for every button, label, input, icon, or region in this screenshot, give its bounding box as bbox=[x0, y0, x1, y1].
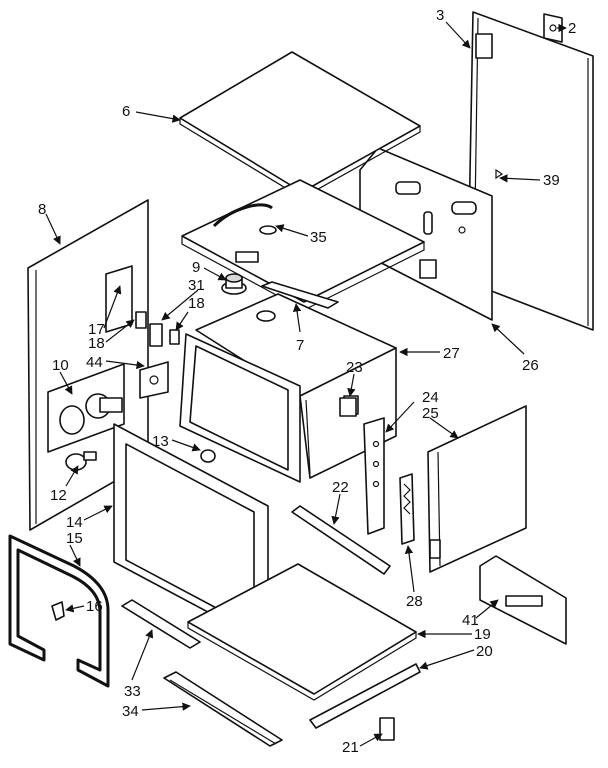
callout-26: 26 bbox=[522, 357, 539, 374]
leader-6 bbox=[135, 111, 181, 123]
callout-23: 23 bbox=[346, 359, 363, 376]
leader-13 bbox=[171, 439, 201, 452]
callout-31: 31 bbox=[188, 277, 205, 294]
callout-12: 12 bbox=[50, 487, 67, 504]
callout-18b: 18 bbox=[88, 335, 105, 352]
callout-10: 10 bbox=[52, 357, 69, 374]
oven-cavity-part bbox=[179, 293, 397, 483]
leader-16 bbox=[65, 604, 85, 613]
leader-15 bbox=[69, 544, 81, 567]
base-clip-part bbox=[379, 717, 395, 741]
mount-plate-part bbox=[139, 361, 169, 399]
leader-26 bbox=[491, 323, 525, 355]
callout-35: 35 bbox=[310, 229, 327, 246]
leader-28 bbox=[404, 545, 415, 593]
leader-25 bbox=[429, 417, 459, 439]
hinge-channel-part bbox=[363, 417, 385, 535]
leader-18a bbox=[175, 311, 189, 331]
callout-20: 20 bbox=[476, 643, 493, 660]
leader-22 bbox=[331, 493, 341, 525]
leader-10 bbox=[59, 371, 73, 395]
support-bar-part bbox=[261, 281, 339, 309]
leader-14 bbox=[83, 505, 113, 521]
callout-33: 33 bbox=[124, 683, 141, 700]
gasket-clip-part bbox=[51, 601, 65, 621]
callout-25: 25 bbox=[422, 405, 439, 422]
rear-trim-part bbox=[479, 555, 567, 645]
callout-2: 2 bbox=[568, 20, 576, 37]
callout-27: 27 bbox=[443, 345, 460, 362]
leader-17 bbox=[103, 285, 122, 329]
leader-9 bbox=[203, 267, 227, 281]
leader-31 bbox=[161, 289, 199, 321]
callout-14: 14 bbox=[66, 514, 83, 531]
callout-6: 6 bbox=[122, 103, 130, 120]
leader-44 bbox=[105, 360, 145, 370]
front-trim-part bbox=[121, 599, 201, 649]
bottom-panel-part bbox=[187, 563, 417, 701]
callout-41: 41 bbox=[462, 612, 479, 629]
callout-19: 19 bbox=[474, 626, 491, 643]
top-shield-part bbox=[181, 179, 425, 311]
callout-13: 13 bbox=[152, 433, 169, 450]
bottom-rail-part bbox=[291, 505, 391, 575]
leader-lines bbox=[45, 21, 567, 747]
callout-labels: 2 3 6 39 8 35 9 31 18 17 18 7 27 44 10 2… bbox=[38, 7, 576, 756]
leader-35 bbox=[275, 224, 309, 237]
valve-fitting-part bbox=[221, 273, 247, 295]
callout-17: 17 bbox=[88, 321, 105, 338]
leader-39 bbox=[499, 174, 541, 183]
rear-panel-part bbox=[467, 11, 594, 331]
leader-20 bbox=[419, 649, 475, 670]
right-side-panel-part bbox=[427, 405, 527, 573]
callout-18a: 18 bbox=[188, 295, 205, 312]
callout-15: 15 bbox=[66, 530, 83, 547]
leader-34 bbox=[141, 702, 191, 711]
leader-12 bbox=[65, 465, 79, 487]
callout-9: 9 bbox=[192, 259, 200, 276]
kick-plate-part bbox=[163, 671, 283, 747]
switch-bracket-part bbox=[135, 311, 180, 347]
leader-3 bbox=[445, 21, 471, 49]
leader-21 bbox=[359, 733, 383, 747]
callout-24: 24 bbox=[422, 389, 439, 406]
side-panel-part bbox=[359, 147, 493, 321]
knob-part bbox=[200, 449, 216, 463]
door-gasket-part bbox=[8, 534, 110, 688]
corner-bracket-part bbox=[543, 13, 563, 43]
leader-24 bbox=[385, 401, 415, 433]
leader-41 bbox=[475, 599, 499, 619]
leader-7 bbox=[292, 303, 302, 333]
callout-22: 22 bbox=[332, 479, 349, 496]
leader-8 bbox=[45, 213, 61, 245]
callout-44: 44 bbox=[86, 354, 103, 371]
callout-21: 21 bbox=[342, 739, 359, 756]
callout-3: 3 bbox=[436, 7, 444, 24]
leader-23 bbox=[347, 373, 356, 397]
callout-39: 39 bbox=[543, 172, 560, 189]
callout-34: 34 bbox=[122, 703, 139, 720]
callout-16: 16 bbox=[86, 598, 103, 615]
base-rail-part bbox=[309, 663, 421, 729]
small-cover-part bbox=[339, 397, 357, 417]
callout-8: 8 bbox=[38, 201, 46, 218]
front-frame-part bbox=[113, 423, 269, 645]
callout-7: 7 bbox=[296, 337, 304, 354]
leader-18b bbox=[105, 319, 135, 343]
callout-28: 28 bbox=[406, 593, 423, 610]
light-assembly-part bbox=[59, 393, 123, 435]
door-hinge-part bbox=[399, 473, 415, 545]
leader-33 bbox=[131, 629, 154, 681]
